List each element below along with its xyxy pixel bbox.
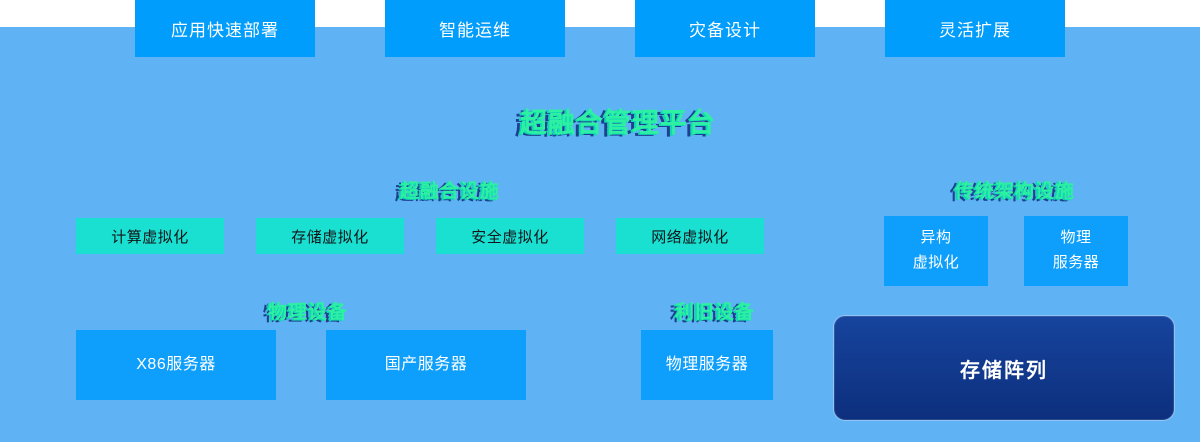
section-heading-shadow-layer: 物理设备 [263, 304, 344, 325]
virtualization-chip-label: 计算虚拟化 [111, 228, 189, 246]
traditional-card-physical-server[interactable]: 物理 服务器 [1024, 216, 1128, 286]
physical-card-label: 国产服务器 [384, 355, 468, 373]
section-heading-shadow-layer: 超融合设施 [395, 183, 496, 204]
virtualization-chip-network[interactable]: 网络虚拟化 [616, 218, 764, 254]
traditional-card-line2: 虚拟化 [912, 254, 960, 271]
storage-array-label: 存储阵列 [960, 359, 1048, 382]
page-title-mid-layer: 超融合管理平台 [518, 109, 714, 139]
top-capability-box-2[interactable]: 智能运维 [385, 0, 565, 57]
top-capability-label: 应用快速部署 [171, 21, 279, 40]
virtualization-chip-security[interactable]: 安全虚拟化 [436, 218, 584, 254]
physical-card-domestic-server[interactable]: 国产服务器 [326, 330, 526, 400]
physical-card-label: X86服务器 [136, 355, 216, 373]
traditional-card-line1: 物理 [1060, 229, 1092, 247]
top-capability-box-1[interactable]: 应用快速部署 [135, 0, 315, 57]
section-heading-text: 超融合设施 [400, 181, 501, 202]
top-capability-box-3[interactable]: 灾备设计 [635, 0, 815, 57]
traditional-card-heterogeneous-virtualization[interactable]: 异构 虚拟化 [884, 216, 988, 286]
virtualization-chip-compute[interactable]: 计算虚拟化 [76, 218, 224, 254]
section-heading-legacy: 利旧设备 利旧设备 利旧设备 [670, 297, 756, 325]
section-heading-mid-layer: 物理设备 [266, 303, 347, 324]
section-heading-mid-layer: 传统架构设施 [953, 182, 1074, 203]
section-heading-traditional: 传统架构设施 传统架构设施 传统架构设施 [950, 176, 1076, 204]
traditional-card-line1: 异构 [920, 229, 952, 247]
page-title-shadow-layer: 超融合管理平台 [515, 110, 711, 140]
page-title: 超融合管理平台 超融合管理平台 超融合管理平台 [515, 101, 716, 140]
top-capability-label: 灵活扩展 [939, 21, 1011, 40]
section-heading-physical: 物理设备 物理设备 物理设备 [263, 297, 349, 325]
section-heading-mid-layer: 利旧设备 [673, 303, 754, 324]
section-heading-text: 物理设备 [268, 302, 349, 323]
legacy-card-physical-server[interactable]: 物理服务器 [641, 330, 773, 400]
section-heading-hci: 超融合设施 超融合设施 超融合设施 [395, 176, 501, 204]
virtualization-chip-label: 存储虚拟化 [291, 228, 369, 246]
storage-array-panel[interactable]: 存储阵列 [833, 315, 1175, 421]
top-capability-label: 智能运维 [439, 21, 511, 40]
traditional-card-line2: 服务器 [1052, 254, 1100, 271]
top-capability-label: 灾备设计 [689, 21, 761, 40]
top-capability-box-4[interactable]: 灵活扩展 [885, 0, 1065, 57]
virtualization-chip-label: 网络虚拟化 [651, 228, 729, 246]
section-heading-text: 利旧设备 [675, 302, 756, 323]
virtualization-chip-storage[interactable]: 存储虚拟化 [256, 218, 404, 254]
section-heading-shadow-layer: 传统架构设施 [950, 183, 1071, 204]
physical-card-x86-server[interactable]: X86服务器 [76, 330, 276, 400]
virtualization-chip-label: 安全虚拟化 [471, 228, 549, 246]
page-title-text: 超融合管理平台 [520, 108, 716, 138]
section-heading-text: 传统架构设施 [955, 181, 1076, 202]
legacy-card-label: 物理服务器 [665, 355, 749, 373]
section-heading-shadow-layer: 利旧设备 [670, 304, 751, 325]
section-heading-mid-layer: 超融合设施 [398, 182, 499, 203]
